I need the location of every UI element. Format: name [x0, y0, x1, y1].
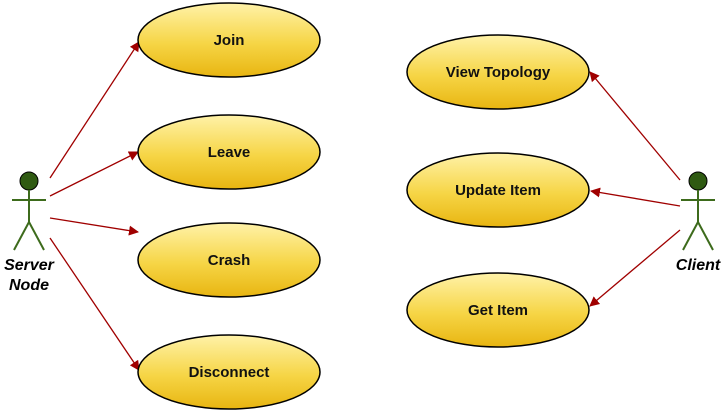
use-case-join-ellipse — [137, 2, 321, 78]
use-case-disconnect: Disconnect — [137, 334, 321, 410]
use-case-join: Join — [137, 2, 321, 78]
association-arrow-crash — [49, 217, 139, 236]
use-case-get-item-ellipse — [406, 272, 590, 348]
use-case-get-item-label: Get Item — [468, 302, 528, 319]
association-arrow-view-topology — [589, 71, 681, 181]
use-case-update-item-ellipse — [406, 152, 590, 228]
use-case-disconnect-ellipse — [137, 334, 321, 410]
use-case-disconnect-label: Disconnect — [189, 364, 270, 381]
use-case-view-topology-ellipse — [406, 34, 590, 110]
server-node-label-line2: Node — [9, 277, 49, 294]
client-label: Client — [676, 257, 721, 274]
server-node-head — [19, 171, 39, 191]
server-node-label-line1: Server — [4, 257, 55, 274]
use-case-crash: Crash — [137, 222, 321, 298]
server-node-left-leg — [13, 221, 30, 251]
use-case-leave-label: Leave — [208, 144, 251, 161]
use-case-view-topology: View Topology — [406, 34, 590, 110]
use-case-view-topology-label: View Topology — [446, 64, 551, 81]
association-arrow-disconnect — [49, 237, 140, 371]
client-head — [688, 171, 708, 191]
use-case-leave-ellipse — [137, 114, 321, 190]
association-arrow-join — [49, 41, 140, 179]
use-case-join-label: Join — [214, 32, 245, 49]
use-case-update-item: Update Item — [406, 152, 590, 228]
client-left-leg — [682, 221, 699, 251]
association-arrow-leave — [49, 151, 139, 197]
use-case-crash-label: Crash — [208, 252, 251, 269]
use-case-update-item-label: Update Item — [455, 182, 541, 199]
association-arrow-update-item — [590, 187, 681, 207]
server-node-right-leg — [28, 221, 45, 251]
use-case-leave: Leave — [137, 114, 321, 190]
client-right-leg — [697, 221, 714, 251]
use-case-get-item: Get Item — [406, 272, 590, 348]
client-actor: Client — [676, 171, 721, 274]
server-node-actor: Server Node — [4, 171, 55, 294]
use-case-crash-ellipse — [137, 222, 321, 298]
association-arrow-get-item — [589, 229, 681, 307]
